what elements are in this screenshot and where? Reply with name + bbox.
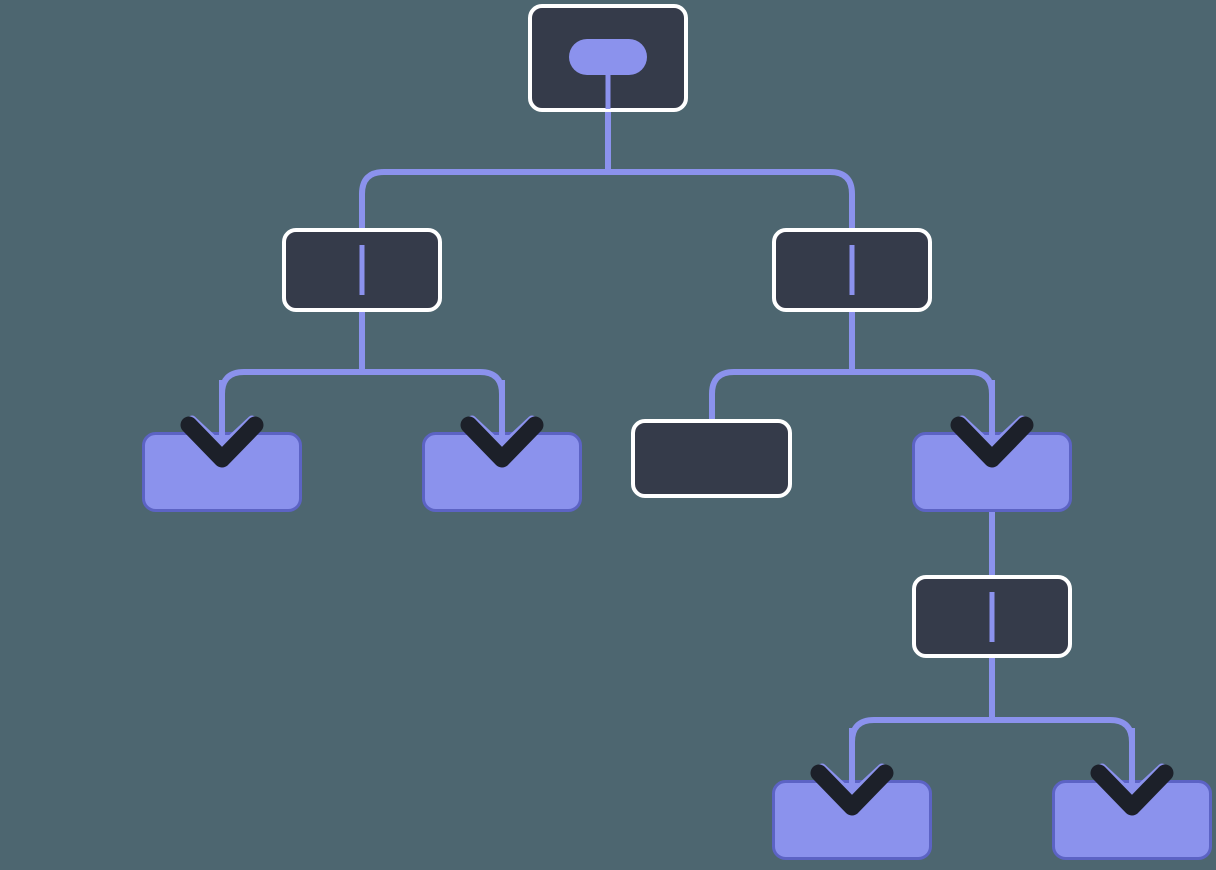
arrowhead-leaf-2 [460,415,544,468]
edge-right-darkplain [709,312,855,419]
edge-root-right [605,112,855,228]
arrowhead-leaf-5 [1090,763,1174,816]
node-branch-left[interactable] [282,228,442,312]
edge-right-darkplain-line [709,312,855,419]
edge-root-right-line [605,112,855,228]
edge-layer [219,112,1135,798]
arrowhead-leaf-3 [950,415,1034,468]
node-root[interactable] [528,4,688,112]
node-dark-plain[interactable] [631,419,792,498]
arrowhead-leaf-4-dark-chevron-icon [810,764,894,816]
node-layer [142,4,1212,860]
node-root-pill-icon [569,39,647,75]
arrowhead-leaf-2-dark-chevron-icon [460,416,544,468]
arrowhead-leaf-3-dark-chevron-icon [950,416,1034,468]
arrowhead-leaf-4 [810,763,894,816]
arrowhead-layer [180,415,1174,816]
arrowhead-leaf-1-dark-chevron-icon [180,416,264,468]
node-branch-right[interactable] [772,228,932,312]
node-dark-plain-body[interactable] [631,419,792,498]
arrowhead-leaf-1 [180,415,264,468]
node-branch-deep[interactable] [912,575,1072,658]
edge-tip-layer [219,380,1135,786]
arrowhead-leaf-5-dark-chevron-icon [1090,764,1174,816]
